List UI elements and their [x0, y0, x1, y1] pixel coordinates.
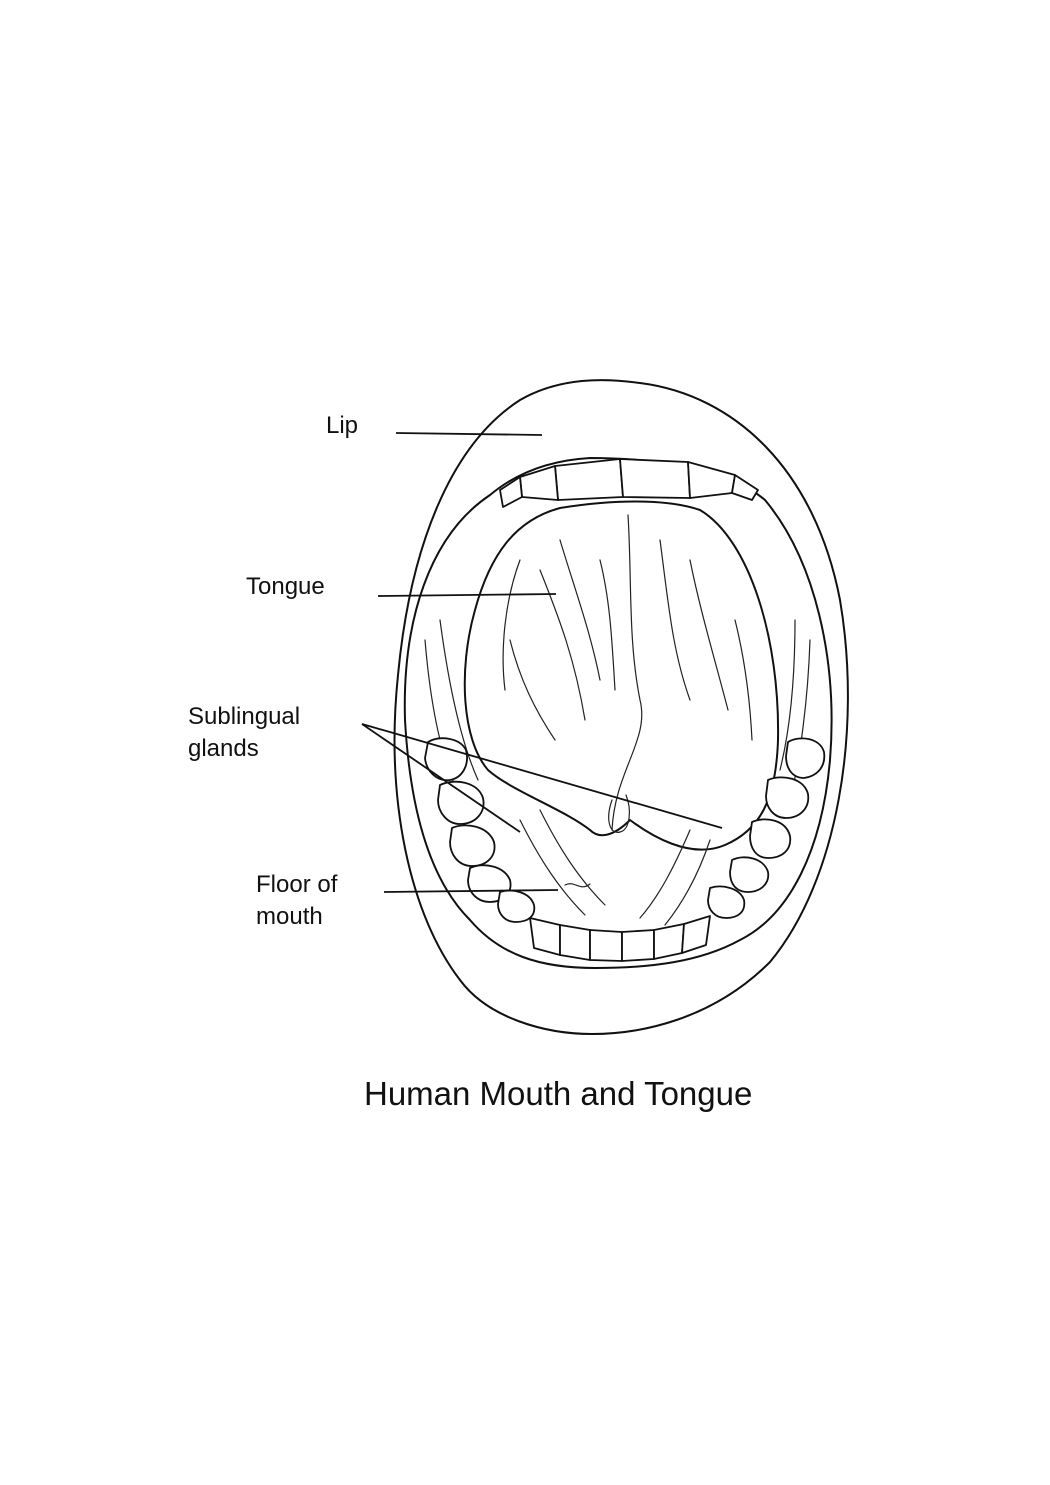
frenulum: [608, 794, 630, 833]
lower-front-teeth: [529, 915, 711, 962]
outer-lip-outline: [393, 379, 849, 1035]
leader-line-sublingual-left: [361, 723, 521, 833]
diagram-title: Human Mouth and Tongue: [364, 1075, 753, 1112]
tongue-texture: [502, 539, 753, 741]
inner-mouth-outline: [403, 457, 833, 969]
label-sublingual-line1: Sublingual: [188, 703, 301, 730]
leader-line-tongue: [377, 593, 557, 597]
lower-right-teeth: [707, 737, 826, 919]
label-sublingual-glands: Sublingual glands: [188, 701, 300, 765]
label-lip: Lip: [326, 412, 359, 439]
floor-of-mouth-texture: [519, 809, 711, 926]
label-tongue: Tongue: [246, 573, 325, 600]
lower-left-teeth: [424, 737, 536, 923]
leader-line-sublingual-right: [361, 723, 723, 829]
leader-line-floor: [383, 889, 559, 893]
cheek-folds: [424, 619, 811, 801]
leader-line-lip: [395, 432, 543, 436]
upper-teeth: [499, 458, 759, 508]
tongue-median-groove: [611, 514, 643, 831]
label-floor-of-mouth: Floor of mouth: [256, 869, 337, 933]
label-floor-line2: mouth: [256, 903, 323, 930]
tongue-outline: [463, 500, 780, 851]
label-sublingual-line2: glands: [188, 735, 259, 762]
label-floor-line1: Floor of: [256, 871, 338, 898]
